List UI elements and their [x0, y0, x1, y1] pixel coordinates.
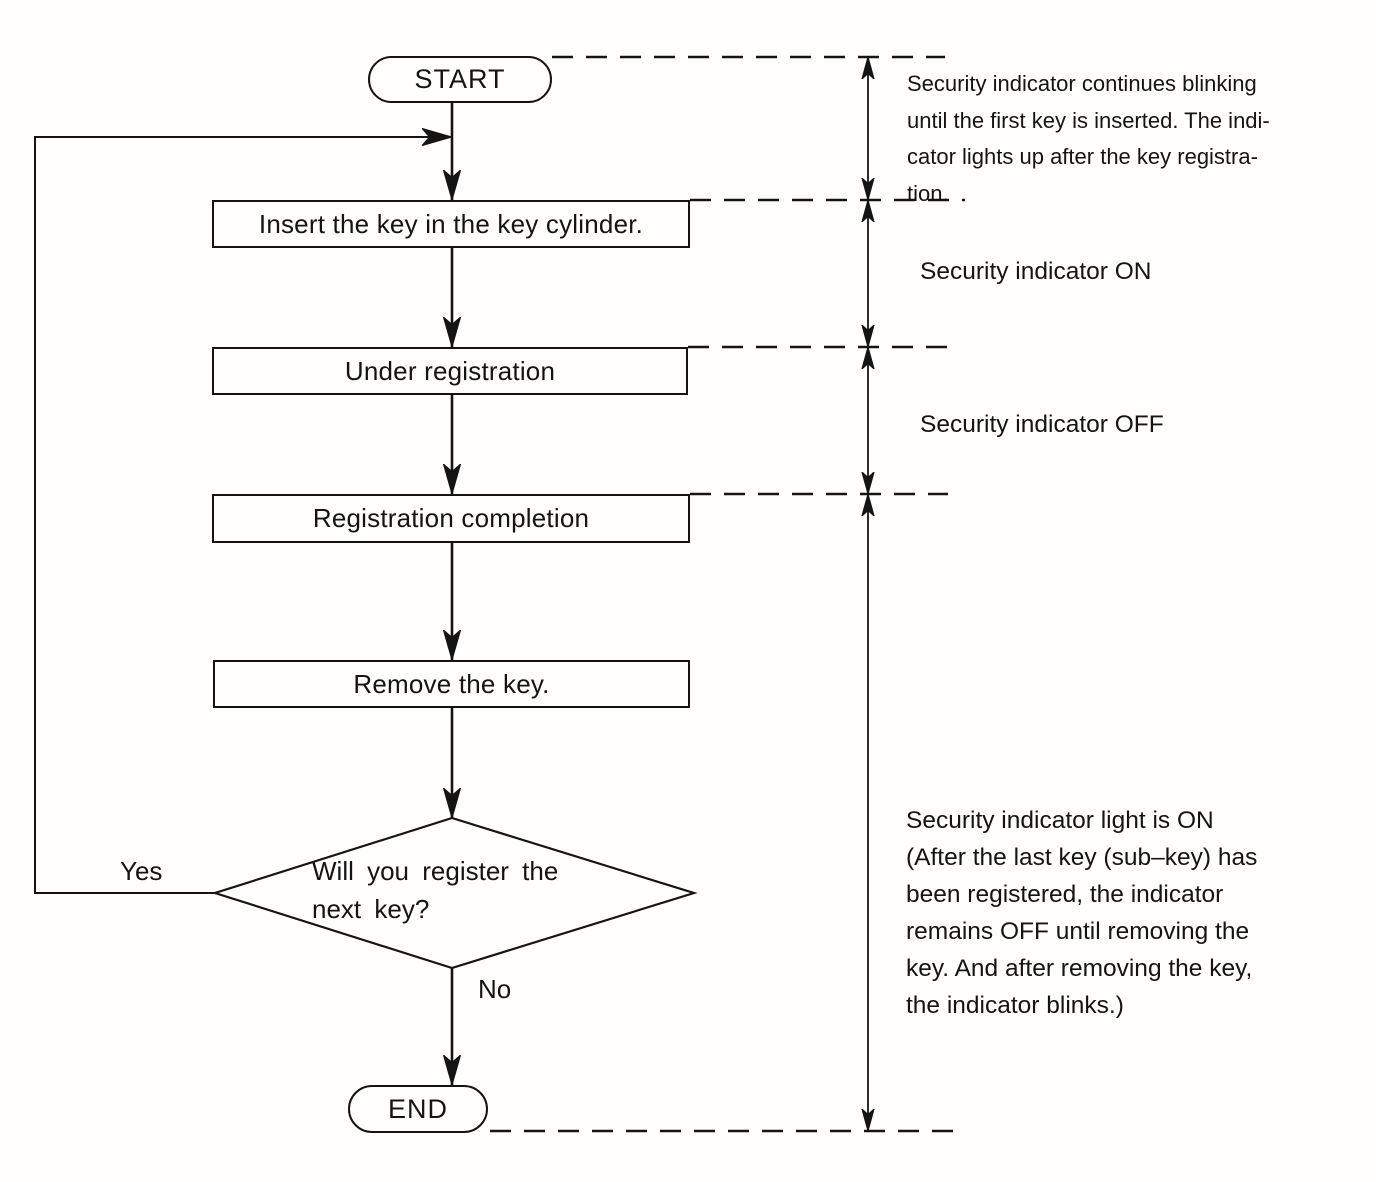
decision-label-line2: next key? — [312, 894, 430, 924]
note-light-on-line: the indicator blinks.) — [906, 992, 1124, 1019]
no-branch-label: No — [478, 974, 512, 1004]
loop-yes-connector — [34, 137, 452, 894]
process-registration-completion-label: Registration completion — [312, 503, 590, 533]
process-insert-key-label: Insert the key in the key cylinder. — [258, 208, 644, 239]
yes-branch-label: Yes — [120, 856, 163, 886]
process-under-registration: Under registration — [212, 347, 688, 395]
decision-diamond — [211, 816, 698, 970]
note-blinking-line: Security indicator continues blinking — [907, 71, 1257, 96]
note-light-on-line: key. And after removing the key, — [906, 955, 1253, 982]
process-remove-key: Remove the key. — [213, 660, 690, 708]
note-light-on-line: been registered, the indicator — [906, 881, 1224, 908]
end-node: END — [348, 1085, 488, 1133]
note-indicator-off: Security indicator OFF — [920, 411, 1164, 438]
note-blinking-line: until the first key is inserted. The ind… — [907, 107, 1270, 133]
process-insert-key: Insert the key in the key cylinder. — [212, 200, 690, 248]
note-light-on-line: Security indicator light is ON — [906, 807, 1214, 834]
note-light-on-line: (After the last key (sub–key) has — [906, 844, 1258, 871]
end-node-label: END — [387, 1093, 448, 1124]
decision-label: Will you register the next key? — [312, 852, 558, 928]
note-indicator-on: Security indicator ON — [920, 258, 1152, 285]
start-node-label: START — [414, 64, 506, 94]
process-registration-completion: Registration completion — [212, 494, 690, 543]
note-blinking-line: tion. — [907, 180, 949, 206]
note-blinking: Security indicator continues blinking un… — [907, 66, 1287, 212]
process-under-registration-label: Under registration — [344, 355, 556, 386]
decision-label-line1: Will you register the — [312, 856, 559, 886]
process-remove-key-label: Remove the key. — [353, 668, 550, 699]
note-blinking-line: cator lights up after the key registra- — [907, 144, 1258, 169]
note-light-on: Security indicator light is ON (After th… — [906, 802, 1306, 1024]
start-node: START — [368, 56, 552, 103]
note-light-on-line: remains OFF until removing the — [906, 918, 1250, 945]
